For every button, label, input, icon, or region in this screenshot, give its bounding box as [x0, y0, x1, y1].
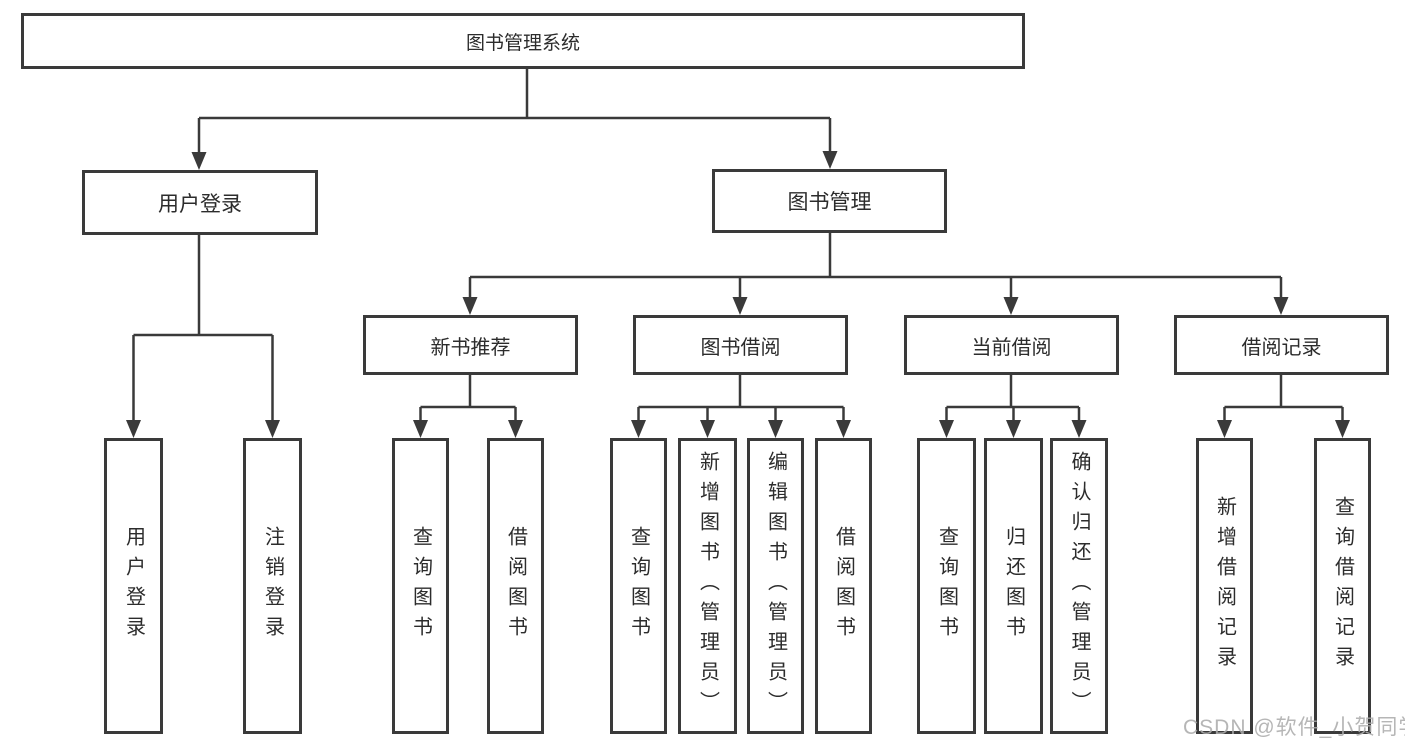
leaf-borrow-book-recommend-label: 借阅图书 [504, 526, 527, 646]
node-root-system: 图书管理系统 [21, 13, 1025, 69]
leaf-query-book-recommend: 查询图书 [392, 438, 449, 734]
node-root-system-label: 图书管理系统 [465, 32, 580, 54]
leaf-user-login-label: 用户登录 [122, 526, 145, 646]
leaf-query-borrow-record-label: 查询借阅记录 [1331, 496, 1354, 676]
node-book-borrow: 图书借阅 [633, 315, 848, 375]
leaf-add-book-admin: 新增图书（管理员） [678, 438, 737, 734]
leaf-borrow-book-recommend: 借阅图书 [487, 438, 544, 734]
leaf-confirm-return-admin: 确认归还（管理员） [1050, 438, 1108, 734]
node-user-login-label: 用户登录 [158, 192, 242, 216]
leaf-query-borrow-record: 查询借阅记录 [1314, 438, 1371, 734]
leaf-return-book: 归还图书 [984, 438, 1043, 734]
leaf-return-book-label: 归还图书 [1002, 526, 1025, 646]
leaf-query-book-borrow: 查询图书 [610, 438, 667, 734]
node-current-borrow: 当前借阅 [904, 315, 1119, 375]
leaf-query-book-current-label: 查询图书 [935, 526, 958, 646]
leaf-query-book-borrow-label: 查询图书 [627, 526, 650, 646]
leaf-edit-book-admin: 编辑图书（管理员） [747, 438, 804, 734]
node-new-book-recommend: 新书推荐 [363, 315, 578, 375]
leaf-query-book-recommend-label: 查询图书 [409, 526, 432, 646]
leaf-edit-book-admin-label: 编辑图书（管理员） [764, 451, 787, 721]
leaf-add-borrow-record-label: 新增借阅记录 [1213, 496, 1236, 676]
node-borrow-record-label: 借阅记录 [1241, 336, 1322, 359]
leaf-borrow-book: 借阅图书 [815, 438, 872, 734]
leaf-confirm-return-admin-label: 确认归还（管理员） [1068, 451, 1090, 721]
node-new-book-recommend-label: 新书推荐 [430, 336, 511, 359]
leaf-borrow-book-label: 借阅图书 [832, 526, 855, 646]
leaf-query-book-current: 查询图书 [917, 438, 976, 734]
leaf-add-book-admin-label: 新增图书（管理员） [696, 451, 719, 721]
node-current-borrow-label: 当前借阅 [971, 336, 1052, 359]
node-book-management: 图书管理 [712, 169, 947, 233]
leaf-logout-label: 注销登录 [261, 526, 284, 646]
leaf-user-login: 用户登录 [104, 438, 163, 734]
node-user-login: 用户登录 [82, 170, 318, 235]
csdn-watermark: CSDN @软件_小贺同学 [1183, 716, 1405, 739]
leaf-add-borrow-record: 新增借阅记录 [1196, 438, 1253, 734]
node-book-management-label: 图书管理 [787, 191, 872, 214]
node-borrow-record: 借阅记录 [1174, 315, 1389, 375]
node-book-borrow-label: 图书借阅 [700, 336, 781, 359]
connector-arrowheads [126, 151, 1350, 438]
leaf-logout: 注销登录 [243, 438, 302, 734]
